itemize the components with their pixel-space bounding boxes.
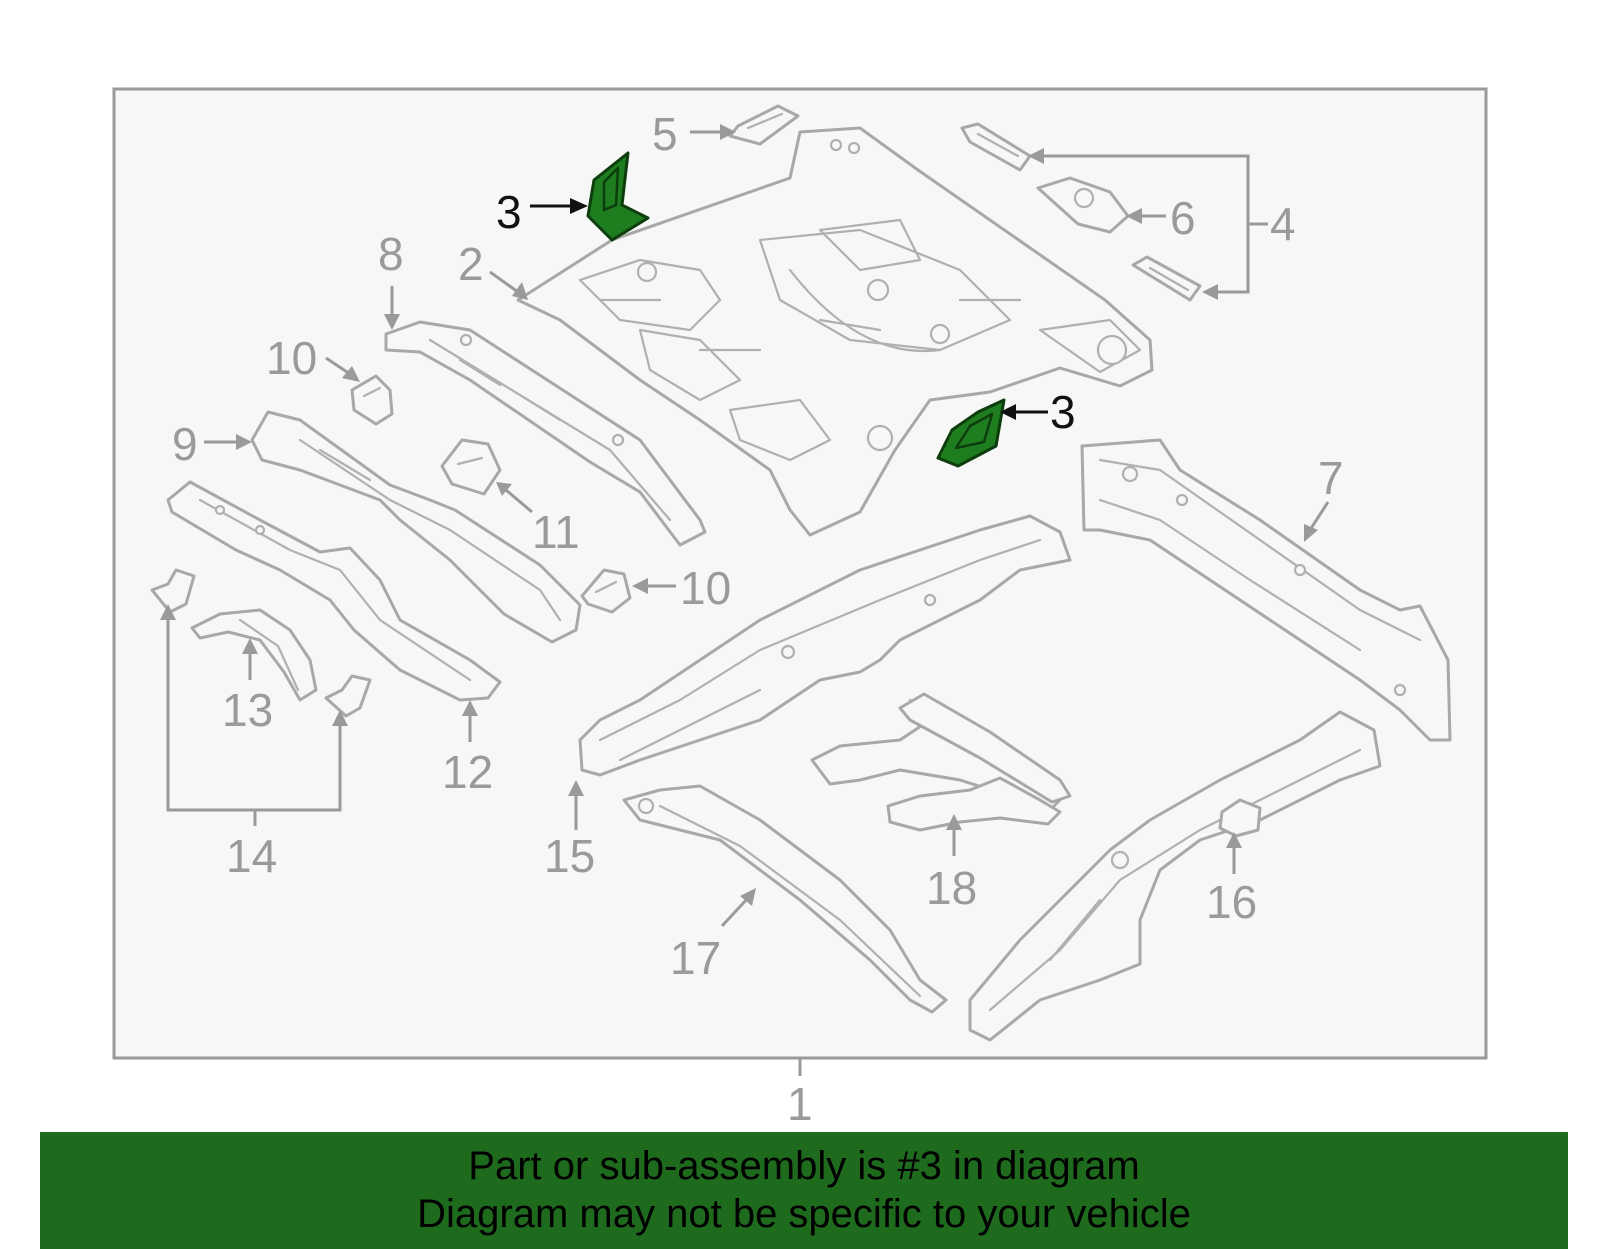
part-15-rail [578,514,1072,777]
part-14-clips [150,568,372,718]
callout-17: 17 [670,932,721,984]
part-3-bracket-lower [936,398,1006,468]
callout-12: 12 [442,746,493,798]
callout-3-lower: 3 [1050,386,1076,438]
banner-line-2: Diagram may not be specific to your vehi… [417,1192,1191,1236]
part-4-brackets [960,122,1202,302]
callout-13: 13 [222,684,273,736]
callout-9: 9 [172,418,198,470]
callout-15: 15 [544,830,595,882]
callout-1: 1 [787,1078,813,1130]
info-banner: Part or sub-assembly is #3 in diagram Di… [40,1132,1568,1249]
callout-10-lower: 10 [680,562,731,614]
part-10-bracket-upper [350,374,394,426]
callout-2: 2 [458,238,484,290]
part-10-bracket-lower [580,568,632,614]
callout-6: 6 [1170,192,1196,244]
part-6-bracket [1036,176,1130,234]
part-17-rail [622,784,948,1014]
part-2-rear-floor-pan [516,126,1154,537]
part-13-bracket [190,608,318,702]
part-18-brackets [810,692,1072,832]
callout-7: 7 [1318,452,1344,504]
callout-11: 11 [532,506,580,558]
leader-lines [160,124,1330,1076]
banner-line-1: Part or sub-assembly is #3 in diagram [468,1144,1140,1188]
callout-14: 14 [226,830,277,882]
part-8-rail [384,320,707,547]
part-9-crossmember [250,410,582,644]
part-12-rail [166,480,502,702]
callout-3-upper: 3 [496,186,522,238]
callout-16: 16 [1206,876,1257,928]
part-3-bracket-upper [586,151,650,242]
part-7-side-rail [1080,438,1452,742]
callout-4: 4 [1270,198,1296,250]
part-11-bracket [440,438,502,496]
callout-10-upper: 10 [266,332,317,384]
part-16-rear-rail [968,710,1382,1042]
callout-5: 5 [652,108,678,160]
callout-8: 8 [378,228,404,280]
callout-18: 18 [926,862,977,914]
